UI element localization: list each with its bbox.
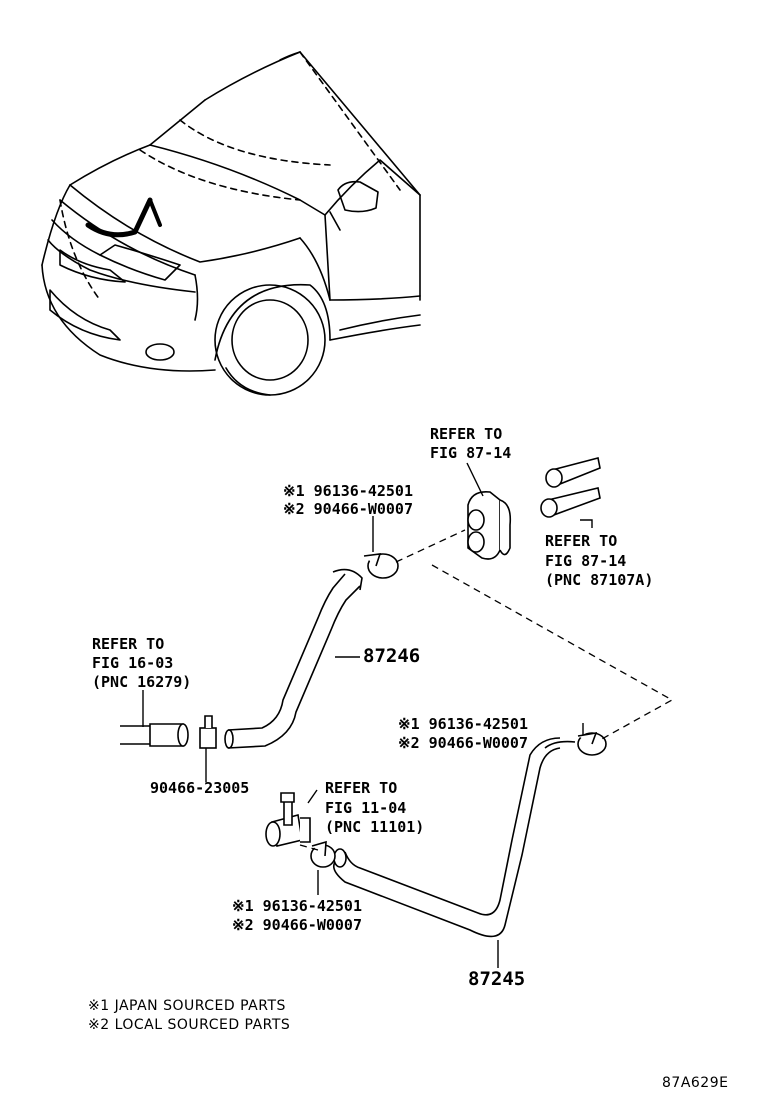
refer-left-line1: REFER TO [92,635,165,653]
pipe-mid [265,792,311,847]
clip-a-line1: ※1 96136-42501 [283,482,413,500]
refer-left-line3: (PNC 16279) [92,673,192,691]
hose-87246 [224,568,363,749]
clip-b-line1: ※1 96136-42501 [398,715,528,733]
tubes-right [540,457,601,518]
refer-left-line2: FIG 16-03 [92,654,174,672]
clip-lower-left [310,840,336,868]
clip-c-line2: ※2 90466-W0007 [232,916,362,934]
refer-mid-line1: REFER TO [325,779,398,797]
pipe-left [120,723,189,747]
refer-right-line3: (PNC 87107A) [545,571,654,589]
clip-a-line2: ※2 90466-W0007 [283,500,413,518]
hose-87245 [332,737,576,938]
clip-lower-right [577,731,607,756]
refer-right-line2: FIG 87-14 [545,552,627,570]
figure-code: 87A629E [662,1075,729,1091]
note-local-sourced: ※2 LOCAL SOURCED PARTS [88,1017,291,1033]
refer-mid-line2: FIG 11-04 [325,799,407,817]
clip-c-line1: ※1 96136-42501 [232,897,362,915]
clip-upper [363,553,399,579]
refer-mid-line3: (PNC 11101) [325,818,425,836]
hose-87245-label: 87245 [468,968,526,990]
leader-lines [142,462,593,968]
refer-top-line1: REFER TO [430,425,503,443]
note-japan-sourced: ※1 JAPAN SOURCED PARTS [88,998,286,1014]
dashed-connectors [299,529,674,851]
hose-87246-label: 87246 [363,645,421,667]
clip-b-line2: ※2 90466-W0007 [398,734,528,752]
refer-right-line1: REFER TO [545,532,618,550]
grommet-assembly [467,490,512,560]
vehicle-illustration [41,51,421,396]
clamp-90466-23005 [199,715,217,749]
refer-top-line2: FIG 87-14 [430,444,512,462]
clamp-part-label: 90466-23005 [150,779,250,797]
